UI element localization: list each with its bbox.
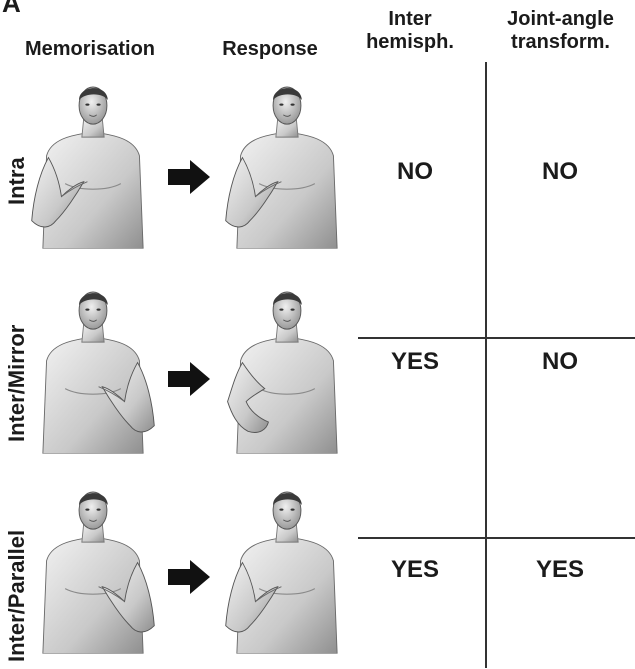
vertical-divider [485, 62, 487, 668]
figure-response-inter-parallel [222, 480, 352, 660]
column-header-memorisation: Memorisation [24, 38, 156, 60]
right-arrow-icon [168, 362, 210, 396]
row-label-inter-mirror: Inter/Mirror [4, 324, 29, 442]
row-label-intra: Intra [4, 157, 29, 205]
column-header-inter-hemisph: Inter hemisph. [350, 8, 470, 54]
answer-mirror-inter: YES [390, 348, 440, 375]
inter-header-line1: Inter [388, 8, 432, 30]
panel-letter: A [2, 0, 21, 18]
answer-intra-joint: NO [542, 158, 578, 185]
column-header-response: Response [222, 38, 318, 60]
figure-memorisation-intra [28, 75, 158, 255]
answer-parallel-joint: YES [535, 556, 585, 583]
row-label-inter-parallel: Inter/Parallel [4, 529, 29, 662]
figure-memorisation-inter-mirror [28, 280, 158, 460]
answer-intra-inter: NO [397, 158, 433, 185]
inter-header-line2: hemisph. [366, 31, 454, 53]
answer-parallel-inter: YES [390, 556, 440, 583]
figure-response-intra [222, 75, 352, 255]
answer-mirror-joint: NO [542, 348, 578, 375]
figure-response-inter-mirror [222, 280, 352, 460]
row-divider-2 [358, 537, 635, 539]
row-divider-1 [358, 337, 635, 339]
right-arrow-icon [168, 560, 210, 594]
figure-memorisation-inter-parallel [28, 480, 158, 660]
joint-header-line2: transform. [511, 31, 610, 53]
joint-header-line1: Joint-angle [507, 8, 614, 30]
right-arrow-icon [168, 160, 210, 194]
column-header-joint-angle: Joint-angle transform. [488, 8, 633, 54]
